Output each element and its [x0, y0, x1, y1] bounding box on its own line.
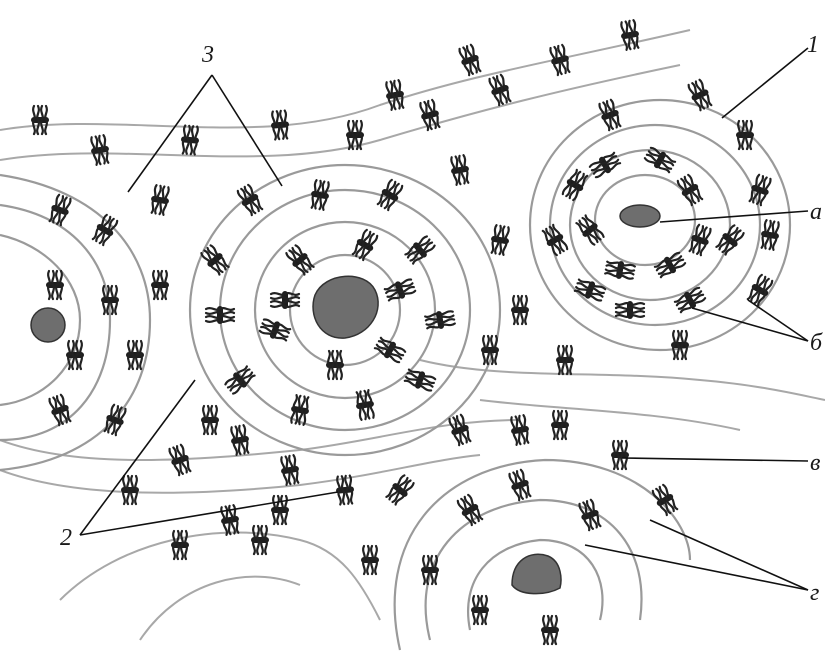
osteocyte-glyph [373, 335, 406, 365]
osteocyte-glyph [251, 526, 269, 554]
osteocyte-glyph [511, 296, 529, 324]
left-canal [31, 308, 65, 342]
osteocyte-glyph [66, 341, 84, 369]
osteocyte-glyph [151, 271, 169, 299]
leader-1 [722, 48, 808, 118]
leader-g1 [650, 520, 808, 590]
osteocyte-glyph [540, 223, 570, 256]
osteocyte-glyph [271, 291, 299, 309]
leader-b2 [748, 300, 808, 341]
leader-2b [80, 492, 338, 535]
osteocyte-glyph [259, 317, 291, 343]
osteocyte-glyph [449, 155, 472, 186]
leader-3b [212, 75, 282, 186]
osteocyte-glyph [284, 243, 316, 276]
osteocyte-glyph [279, 455, 302, 486]
central-canal [313, 276, 378, 338]
osteocyte-glyph [471, 596, 489, 624]
osteocyte-glyph [361, 546, 379, 574]
osteocyte-glyph [611, 441, 629, 469]
label-3: 3 [201, 42, 214, 68]
osteocyte-glyph [653, 250, 686, 280]
osteocyte-glyph [309, 180, 332, 211]
osteocyte-glyph [574, 277, 606, 303]
leader-3a [128, 75, 212, 192]
osteocyte-glyph [650, 483, 680, 516]
central-osteon [190, 165, 500, 455]
osteocyte-glyph [556, 346, 574, 374]
osteocyte-glyph [588, 150, 621, 180]
osteocyte-glyph [206, 306, 234, 324]
osteocyte-glyph [605, 259, 636, 282]
osteocyte-glyph [346, 121, 364, 149]
osteocyte-glyph [289, 395, 312, 426]
osteocyte-glyph [489, 225, 512, 256]
osteocyte-glyph [270, 110, 290, 139]
left-osteon [0, 175, 150, 470]
leader-2a [80, 380, 195, 535]
osteocyte-glyph [46, 271, 64, 299]
osteocyte-glyph [31, 106, 49, 134]
osteocyte-glyph [421, 556, 439, 584]
label-2: 2 [60, 525, 72, 551]
osteocyte-glyph [736, 121, 754, 149]
label-g: г [810, 580, 819, 606]
osteocyte-glyph [551, 411, 569, 439]
osteocyte-glyph [47, 394, 73, 426]
right-canal [620, 205, 660, 227]
osteocyte-glyph [675, 173, 705, 206]
osteocyte-glyph [714, 223, 746, 256]
osteocyte-glyph [121, 476, 139, 504]
osteocyte-glyph [455, 493, 485, 526]
lower-canal [512, 554, 561, 593]
osteocyte-glyph [425, 309, 456, 332]
osteocyte-glyph [229, 425, 252, 456]
osteocyte-glyph [180, 125, 200, 154]
osteocyte-glyph [541, 616, 559, 644]
leader-b1 [692, 308, 808, 341]
label-b: б [810, 330, 823, 356]
osteocyte-glyph [507, 469, 533, 501]
osteocyte-glyph [671, 331, 689, 359]
osteocyte-glyph [384, 80, 407, 111]
osteocyte-glyph [457, 44, 483, 76]
leader-g2 [585, 545, 808, 590]
osteocyte-glyph [686, 79, 714, 112]
osteocyte-glyph [447, 414, 473, 446]
osteocyte-glyph [759, 220, 782, 251]
osteocyte-glyph [47, 194, 73, 226]
osteocytes [31, 20, 781, 644]
osteocyte-glyph [509, 415, 532, 446]
osteocyte-glyph [335, 475, 355, 504]
osteocyte-glyph [404, 367, 436, 393]
osteocyte-glyph [616, 301, 644, 319]
osteocyte-glyph [384, 473, 416, 506]
osteocyte-glyph [126, 341, 144, 369]
leader-v [622, 458, 808, 461]
osteocyte-glyph [326, 351, 344, 379]
label-v: в [810, 450, 820, 476]
label-a: а [810, 199, 822, 225]
osteocyte-glyph [418, 99, 443, 131]
osteocyte-glyph [149, 185, 172, 216]
osteocyte-glyph [89, 135, 112, 166]
osteocyte-glyph [597, 99, 623, 131]
leader-a [660, 211, 808, 222]
osteocyte-glyph [201, 406, 219, 434]
osteocyte-glyph [487, 74, 513, 106]
osteocyte-glyph [171, 531, 189, 559]
interstitial-lamellae [0, 30, 825, 640]
osteocyte-glyph [747, 174, 773, 206]
label-1: 1 [807, 32, 819, 58]
